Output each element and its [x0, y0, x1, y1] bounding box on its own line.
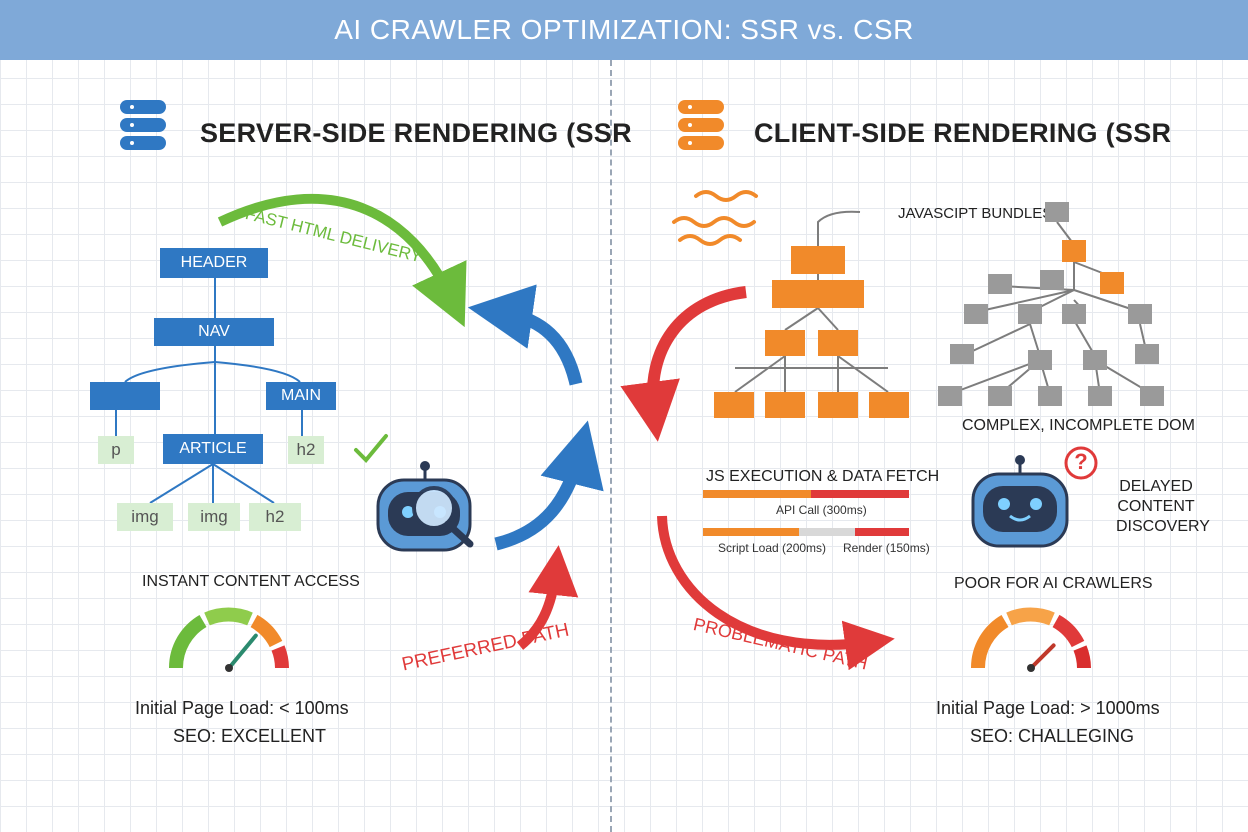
csr-load-line: Initial Page Load: > 1000ms — [936, 698, 1160, 718]
title-bar: AI CRAWLER OPTIMIZATION: SSR vs. CSR — [0, 0, 1248, 60]
ssr-heading: SERVER-SIDE RENDERING (SSR — [200, 118, 632, 148]
csr-loop-arrow — [620, 286, 747, 442]
orange-node — [765, 392, 805, 418]
gray-node — [1040, 270, 1064, 290]
instant-access-label: INSTANT CONTENT ACCESS — [142, 573, 360, 590]
gray-node — [1083, 350, 1107, 370]
question-bubble-icon — [1064, 446, 1098, 480]
gray-node — [1018, 304, 1042, 324]
tree-node-header: HEADER — [160, 248, 268, 278]
bundles-label: JAVASCIPT BUNDLES — [898, 205, 1053, 222]
tree-node-blank — [90, 382, 160, 410]
orange-node — [1100, 272, 1124, 294]
gray-node — [1045, 202, 1069, 222]
render-label: Render (150ms) — [843, 541, 930, 555]
csr-seo-line: SEO: CHALLEGING — [970, 726, 1135, 746]
orange-node — [791, 246, 845, 274]
tree-node-h2-bottom: h2 — [249, 503, 301, 531]
delayed-line-2: CONTENT — [1117, 498, 1195, 515]
question-mark: ? — [1074, 449, 1088, 474]
orange-node — [818, 392, 858, 418]
ssr-load-line: Initial Page Load: < 100ms — [135, 698, 349, 718]
ssr-tree-connectors — [115, 278, 303, 504]
ssr-seo-line: SEO: EXCELLENT — [173, 726, 327, 746]
exec-title: JS EXECUTION & DATA FETCH — [706, 468, 940, 485]
orange-node — [818, 330, 858, 356]
fast-delivery-arrow — [217, 194, 467, 328]
gray-node — [1088, 386, 1112, 406]
tree-node-img-2: img — [188, 503, 240, 531]
problematic-path-arrow — [657, 515, 895, 671]
ssr-server-icon — [120, 100, 166, 150]
gray-node — [964, 304, 988, 324]
panel-divider — [610, 60, 612, 832]
ssr-gauge — [168, 607, 289, 669]
ssr-robot-icon — [376, 461, 474, 552]
tree-node-main: MAIN — [266, 382, 336, 410]
orange-node — [765, 330, 805, 356]
orange-node — [772, 280, 864, 308]
gray-node — [1028, 350, 1052, 370]
gray-node — [1135, 344, 1159, 364]
delayed-line-3: DISCOVERY — [1116, 518, 1210, 535]
script-load-label: Script Load (200ms) — [718, 541, 827, 555]
csr-heading: CLIENT-SIDE RENDERING (SSR — [754, 118, 1172, 148]
page-title: AI CRAWLER OPTIMIZATION: SSR vs. CSR — [334, 14, 914, 45]
orange-node — [714, 392, 754, 418]
blue-cycle-arrow-top — [467, 284, 583, 386]
orange-node — [1062, 240, 1086, 262]
check-icon — [354, 434, 388, 463]
orange-node — [869, 392, 909, 418]
gray-node — [1038, 386, 1062, 406]
csr-orange-connectors — [734, 210, 889, 393]
csr-robot-icon — [971, 455, 1069, 548]
delayed-line-1: DELAYED — [1119, 478, 1193, 495]
api-call-label: API Call (300ms) — [776, 503, 867, 517]
poor-label: POOR FOR AI CRAWLERS — [954, 575, 1153, 592]
tree-node-img-1: img — [117, 503, 173, 531]
gray-node — [988, 274, 1012, 294]
gray-node — [988, 386, 1012, 406]
dom-label: COMPLEX, INCOMPLETE DOM — [962, 417, 1195, 434]
gray-node — [1062, 304, 1086, 324]
preferred-path-arrow — [516, 545, 579, 650]
gray-node — [1128, 304, 1152, 324]
csr-gauge-needle — [1027, 643, 1056, 672]
tree-node-p: p — [98, 436, 134, 464]
exec-timeline — [703, 490, 909, 536]
csr-server-icon — [678, 100, 724, 150]
gray-node — [1140, 386, 1164, 406]
gray-node — [950, 344, 974, 364]
blue-cycle-arrow-bottom — [494, 420, 604, 551]
tree-node-article: ARTICLE — [163, 434, 263, 464]
ssr-gauge-needle — [225, 633, 258, 672]
tree-node-nav: NAV — [154, 318, 274, 346]
csr-gauge — [970, 607, 1091, 669]
gray-node — [938, 386, 962, 406]
csr-squiggles — [672, 190, 758, 246]
tree-node-h2-top: h2 — [288, 436, 324, 464]
